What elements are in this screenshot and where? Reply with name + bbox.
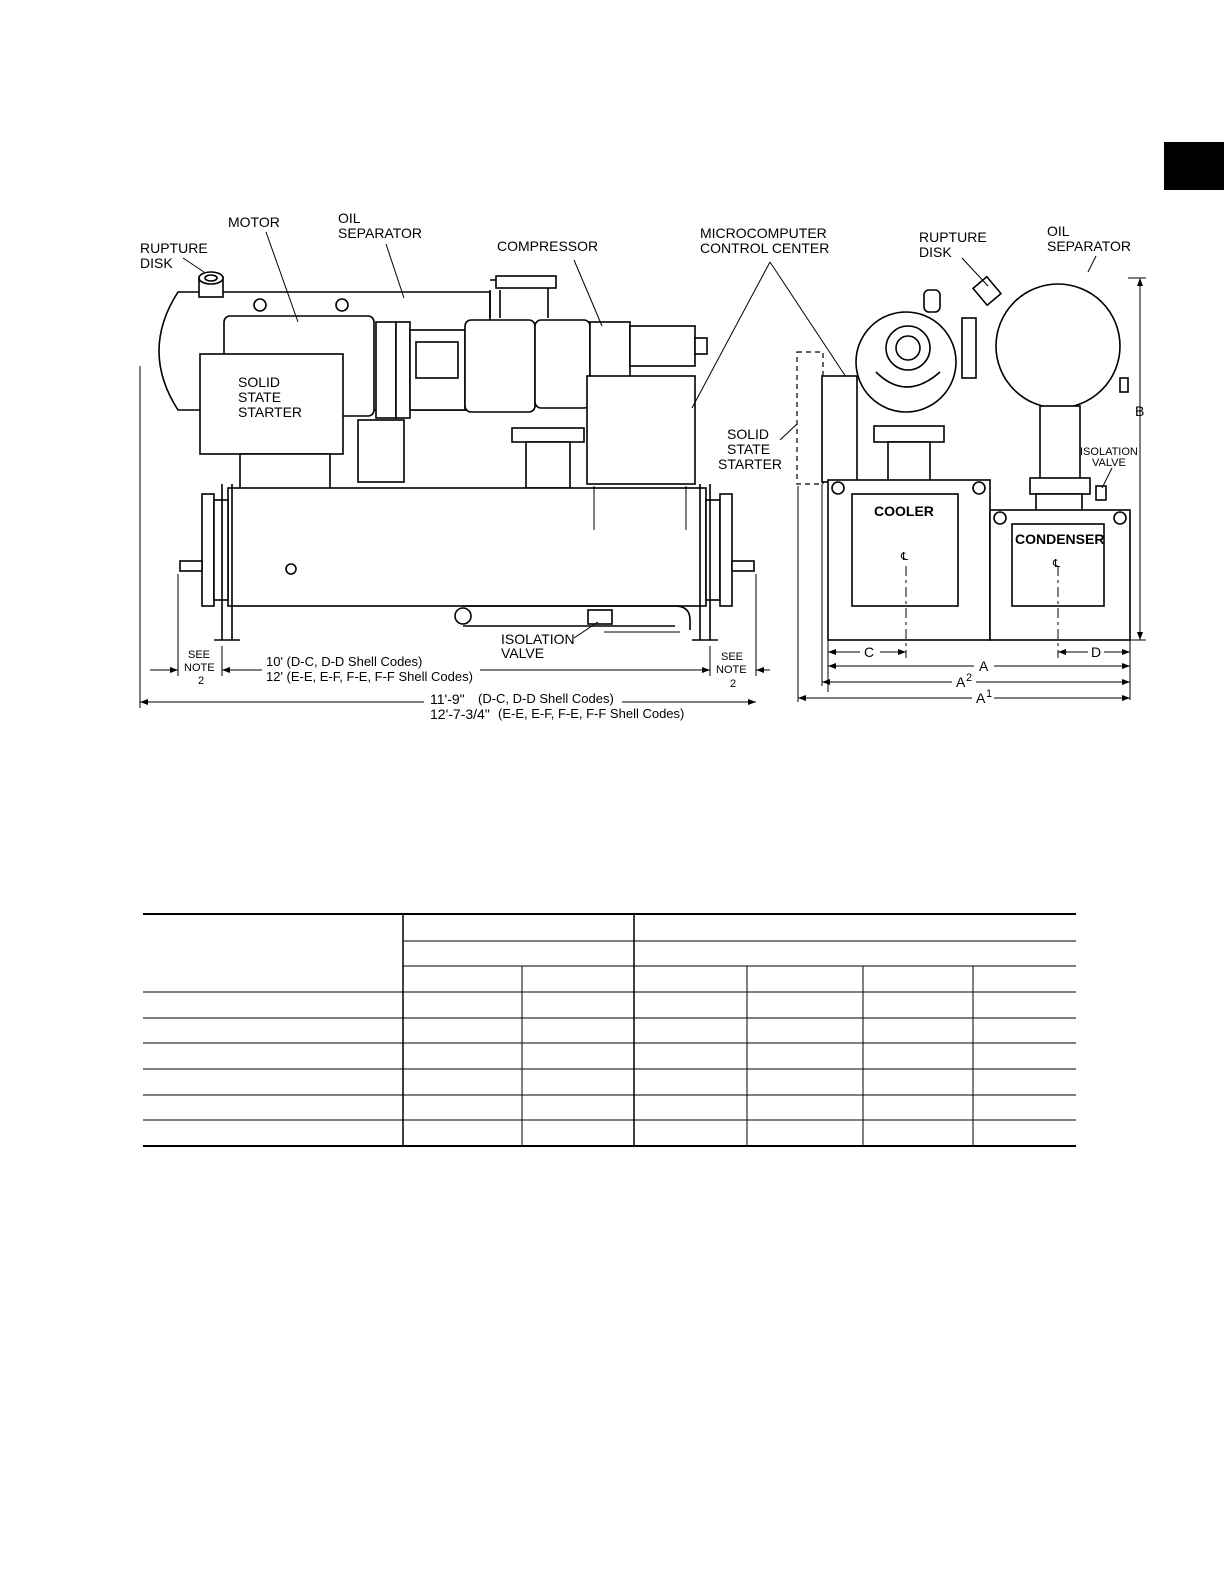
label-solid-state-starter-left-1: SOLID (238, 374, 280, 390)
dim-label-a2-superscript: 2 (966, 672, 972, 684)
label-rupture-disk-left-2: DISK (140, 255, 173, 271)
dim-tube-length-1: 10' (D-C, D-D Shell Codes) (266, 654, 422, 669)
section-tab-marker (1164, 142, 1224, 190)
solid-state-starter-left-box (199, 353, 344, 455)
dim-label-b: B (1135, 403, 1144, 419)
label-oil-separator-left-1: OIL (338, 210, 361, 226)
dim-overall-length-1-codes: (D-C, D-D Shell Codes) (478, 691, 614, 706)
label-solid-state-starter-right-1: SOLID (727, 426, 769, 442)
label-rupture-disk-left-1: RUPTURE (140, 240, 208, 256)
condenser-shell (989, 509, 1131, 641)
centerline-symbol-cooler: ℄ (900, 551, 908, 563)
centerline-symbol-condenser: ℄ (1052, 558, 1060, 570)
label-isolation-valve-right-2: VALVE (1092, 457, 1126, 469)
dim-overall-length-2-value: 12'-7-3/4" (430, 706, 490, 722)
label-isolation-valve-left-1: ISOLATION (501, 631, 575, 647)
label-motor: MOTOR (228, 214, 280, 230)
label-oil-separator-left-2: SEPARATOR (338, 225, 422, 241)
label-cooler: COOLER (874, 503, 934, 519)
label-rupture-disk-right-2: DISK (919, 244, 952, 260)
label-solid-state-starter-right-3: STARTER (718, 456, 782, 472)
label-see-note-left-1: SEE (188, 649, 210, 661)
rupture-disk-left (198, 271, 224, 298)
label-compressor: COMPRESSOR (497, 238, 598, 254)
label-solid-state-starter-left-2: STATE (238, 389, 281, 405)
dim-label-d: D (1091, 644, 1101, 660)
cooler-shell (827, 479, 991, 641)
label-oil-separator-right-1: OIL (1047, 223, 1070, 239)
label-oil-separator-right-2: SEPARATOR (1047, 238, 1131, 254)
label-see-note-right-3: 2 (730, 678, 736, 690)
dim-label-c: C (864, 644, 874, 660)
dim-label-a: A (979, 658, 989, 674)
label-see-note-left-3: 2 (198, 675, 204, 687)
dim-overall-length-2-codes: (E-E, E-F, F-E, F-F Shell Codes) (498, 706, 684, 721)
label-rupture-disk-right-1: RUPTURE (919, 229, 987, 245)
label-microcomputer-2: CONTROL CENTER (700, 240, 829, 256)
label-microcomputer-1: MICROCOMPUTER (700, 225, 827, 241)
side-view (139, 231, 849, 708)
end-view (779, 255, 1146, 702)
dim-overall-length-1-value: 11'-9" (430, 691, 465, 707)
label-see-note-right-1: SEE (721, 651, 743, 663)
label-solid-state-starter-left-3: STARTER (238, 404, 302, 420)
label-condenser: CONDENSER (1015, 531, 1104, 547)
label-isolation-valve-left-2: VALVE (501, 645, 544, 661)
label-see-note-right-2: NOTE (716, 664, 747, 676)
label-isolation-valve-right-1: ISOLATION (1080, 446, 1138, 458)
dim-tube-length-2: 12' (E-E, E-F, F-E, F-F Shell Codes) (266, 669, 473, 684)
label-solid-state-starter-right-2: STATE (727, 441, 770, 457)
dim-label-a1: A (976, 690, 986, 706)
dim-label-a1-superscript: 1 (986, 688, 992, 700)
microcomputer-control-center-box (586, 375, 696, 485)
dim-label-a2: A (956, 674, 966, 690)
label-see-note-left-2: NOTE (184, 662, 215, 674)
